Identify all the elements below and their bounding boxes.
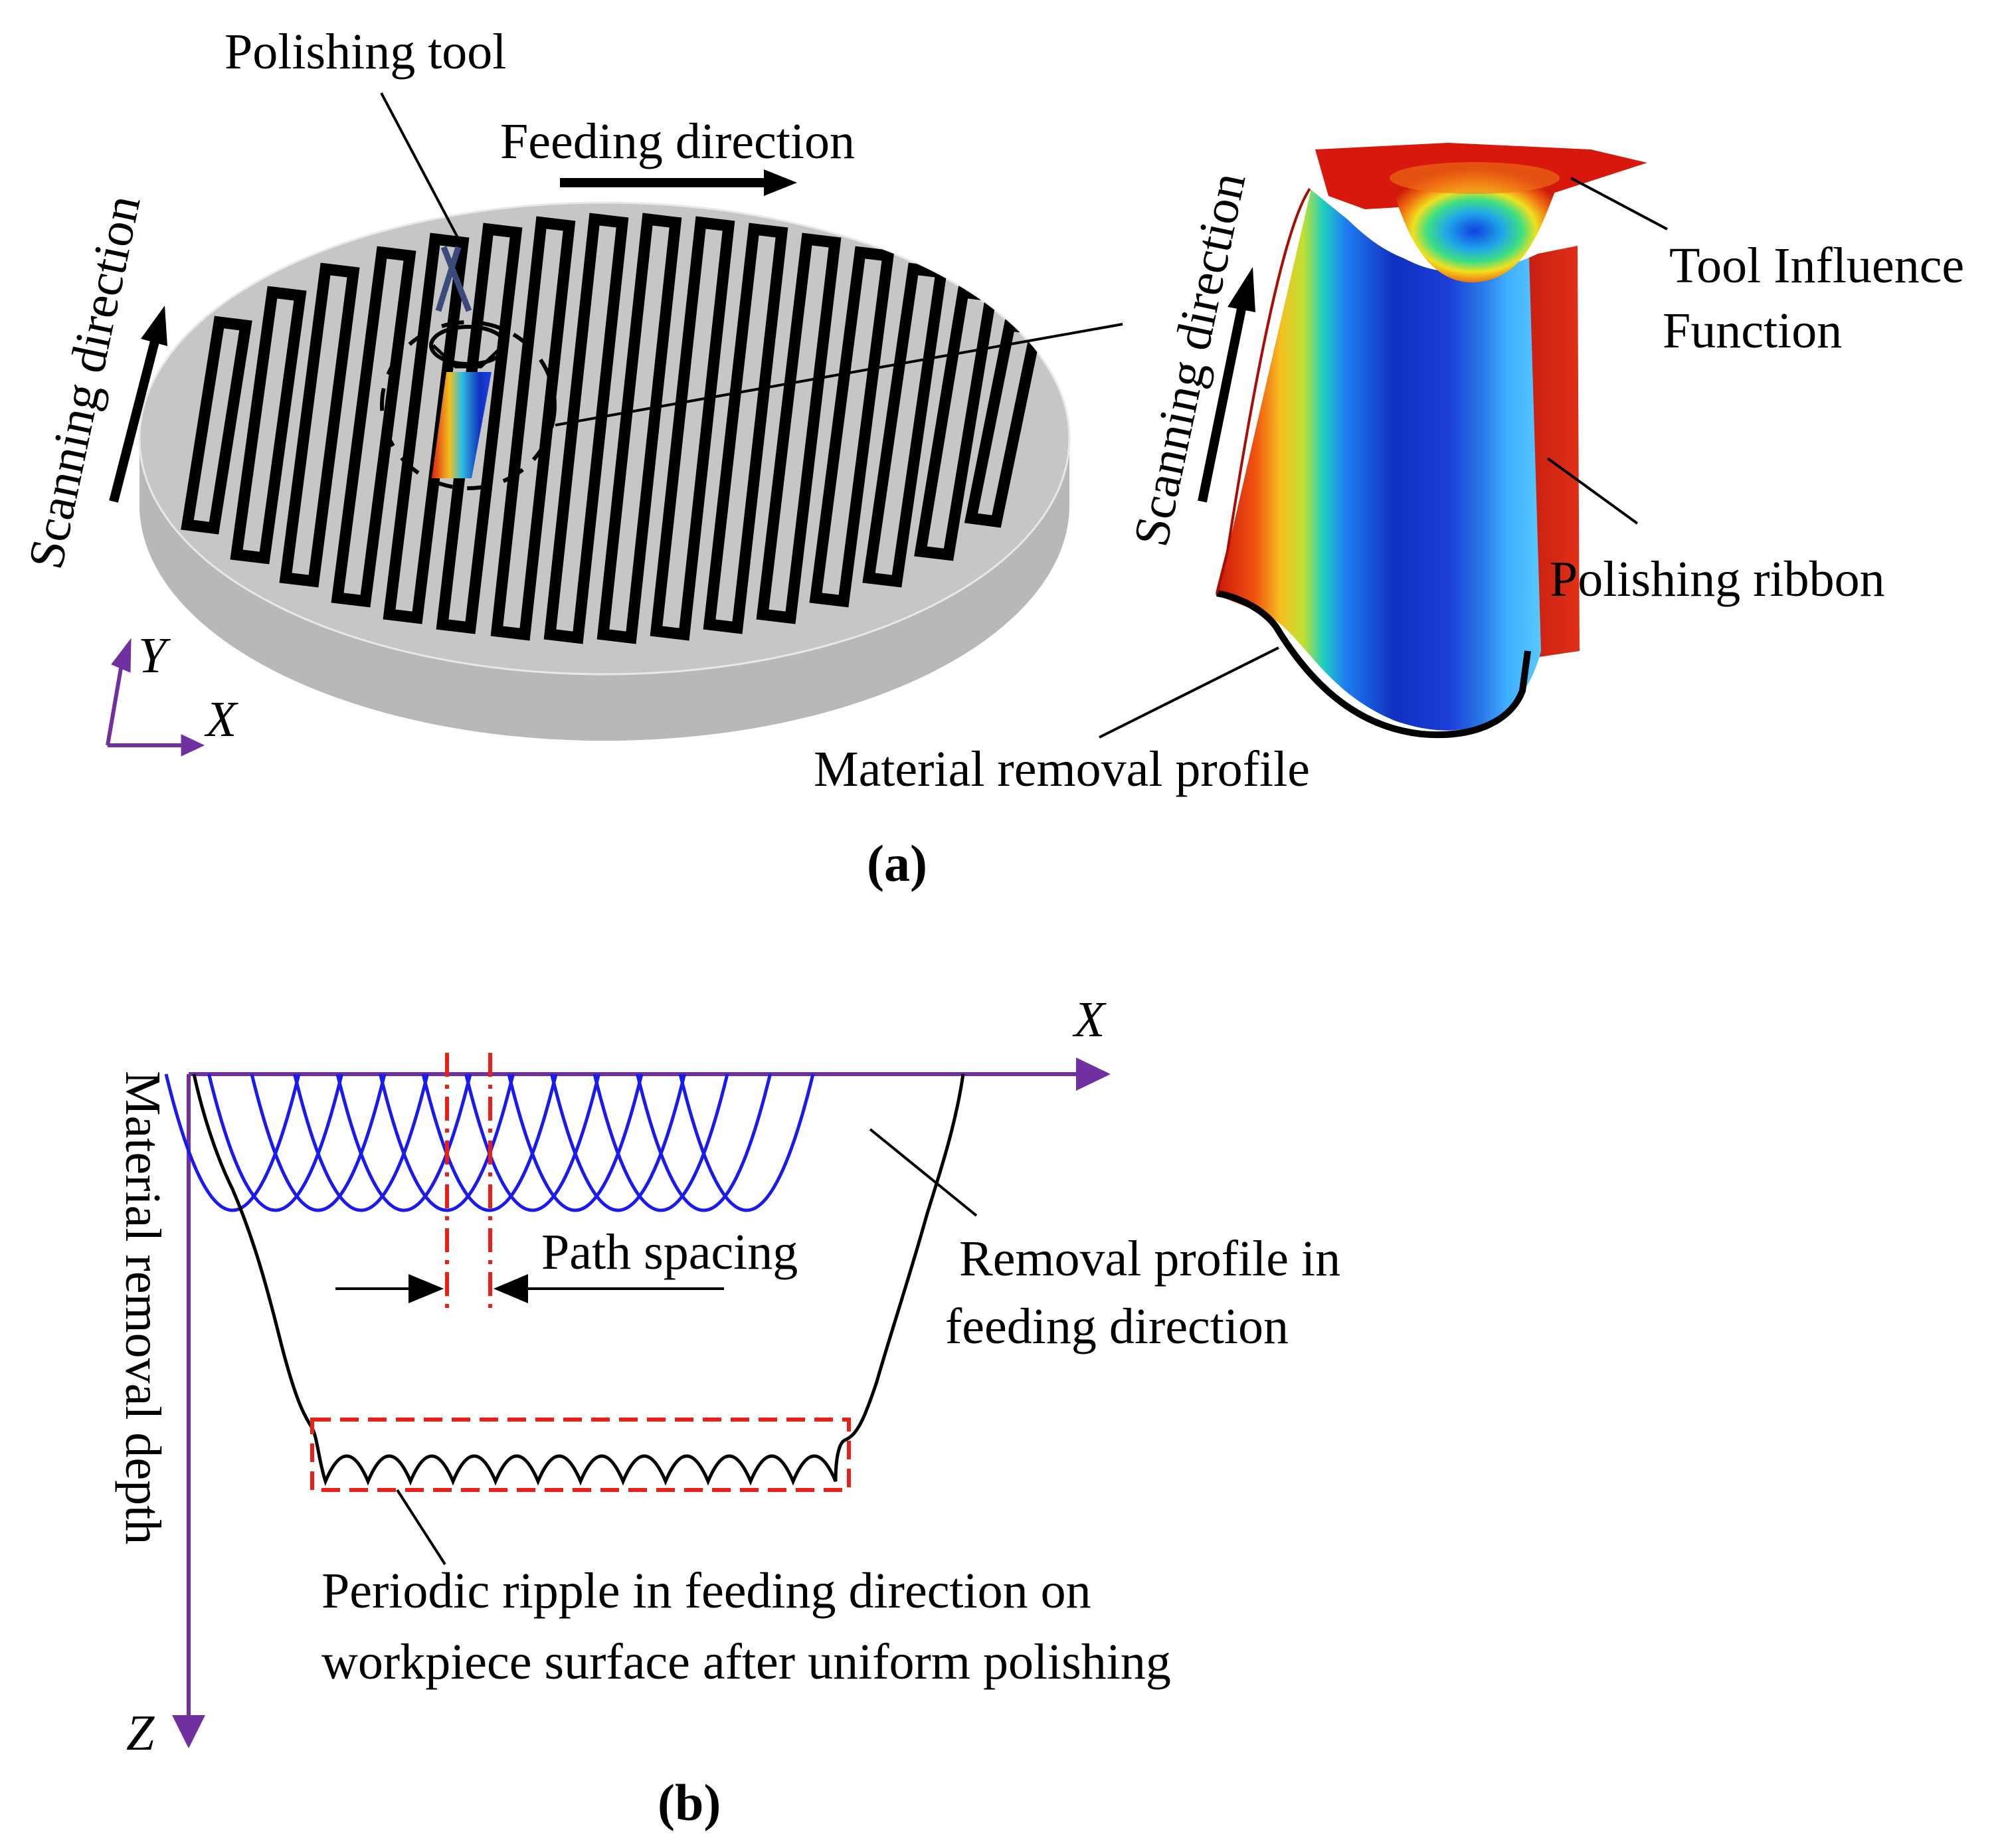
axis-z-label: Z	[126, 1705, 155, 1761]
periodic-ripple-profile	[310, 1427, 846, 1487]
tif-label-line1: Tool Influence	[1669, 238, 1964, 294]
polishing-tool-label: Polishing tool	[225, 24, 506, 80]
removal-profile-curve	[335, 1073, 472, 1212]
polishing-ribbon-label: Polishing ribbon	[1550, 551, 1885, 607]
tif-leader	[1570, 177, 1668, 231]
xz-axes	[172, 1058, 1111, 1748]
axis-x-label-b: X	[1072, 992, 1107, 1048]
path-spacing-arrows	[335, 1274, 724, 1303]
removal-profile-label-line2: feeding direction	[945, 1299, 1289, 1354]
tif-label-line2: Function	[1663, 303, 1842, 359]
scanning-direction-arrowhead-left	[141, 306, 167, 346]
removal-profile-leader	[869, 1128, 978, 1217]
outer-removal-profile	[192, 1073, 965, 1442]
ripple-label-line2: workpiece surface after uniform polishin…	[321, 1634, 1171, 1690]
removal-profile-curve	[164, 1073, 301, 1212]
removal-profile-curve	[678, 1073, 815, 1212]
ylabel-material-removal-depth: Material removal depth	[115, 1071, 171, 1544]
overlapping-removal-profiles	[164, 1073, 815, 1212]
tool-influence-function-surface	[1315, 143, 1647, 283]
removal-profile-curve	[421, 1073, 558, 1212]
scanning-direction-arrow-left	[109, 337, 160, 503]
removal-profile-curve	[379, 1073, 515, 1212]
removal-profile-curve	[507, 1073, 644, 1212]
xy-axes	[106, 638, 205, 757]
polishing-tool-icon	[380, 246, 557, 490]
ripple-label-line1: Periodic ripple in feeding direction on	[321, 1563, 1091, 1619]
material-removal-profile-label: Material removal profile	[814, 741, 1310, 797]
removal-profile-curve	[207, 1073, 343, 1212]
path-spacing-label: Path spacing	[541, 1224, 798, 1280]
feeding-direction-label: Feeding direction	[500, 114, 855, 169]
polishing-tool-leader	[380, 92, 462, 243]
polishing-ribbon-surface	[1216, 172, 1580, 738]
removal-profile-curve	[636, 1073, 772, 1212]
axis-x-label: X	[204, 692, 238, 747]
scanning-direction-arrowhead-right	[1227, 267, 1255, 312]
panel-a: Polishing tool Feeding direction Scannin…	[17, 24, 1964, 892]
scanning-direction-arrow-right	[1198, 304, 1247, 503]
scanning-direction-label-left: Scanning direction	[17, 191, 151, 574]
panel-a-caption: (a)	[867, 834, 927, 892]
axis-y-label: Y	[138, 628, 171, 684]
removal-profile-curve	[250, 1073, 387, 1212]
panel-b: X Z Material removal depth Path spacing …	[115, 992, 1340, 1831]
panel-b-caption: (b)	[658, 1774, 721, 1831]
removal-profile-curve	[592, 1073, 729, 1212]
removal-profile-curve	[293, 1073, 429, 1212]
ripple-highlight-box	[310, 1418, 851, 1492]
zoom-connector-line	[555, 323, 1123, 426]
removal-profile-label-line1: Removal profile in	[959, 1231, 1340, 1287]
removal-profile-curve	[550, 1073, 686, 1212]
material-removal-profile-leader	[1099, 646, 1279, 739]
ripple-leader	[396, 1489, 446, 1566]
feeding-direction-arrowhead	[764, 169, 797, 196]
removal-profile-curve	[464, 1073, 600, 1212]
polishing-ribbon-leader	[1546, 457, 1639, 525]
